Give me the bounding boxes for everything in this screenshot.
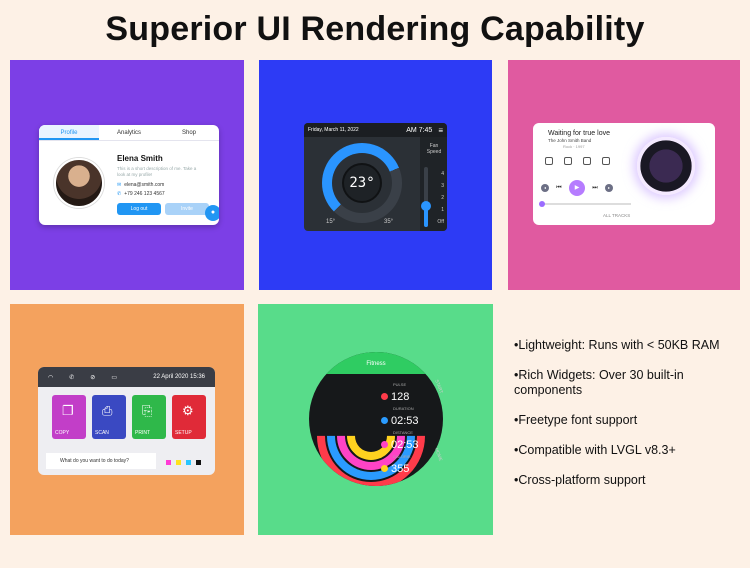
profile-name: Elena Smith <box>117 154 163 163</box>
playback-controls: ◂ ⏮ ▶ ⏭ ▸ <box>541 180 613 196</box>
music-icon-row <box>545 157 610 165</box>
playlist-icon[interactable] <box>564 157 572 165</box>
scan-button[interactable]: ⎙SCAN <box>92 395 126 439</box>
timer-icon <box>381 417 388 424</box>
tab-analytics[interactable]: Analytics <box>116 130 141 136</box>
thermostat-date: Friday, March 11, 2022 <box>308 127 359 133</box>
profile-email: ✉elena@smith.com <box>117 182 165 188</box>
fitness-watch: Fitness PULSE 128 DURATION 02:53 DISTANC… <box>309 352 443 486</box>
action-tiles: ❐COPY ⎙SCAN ⎘PRINT ⚙SETUP <box>52 395 206 439</box>
scan-icon: ⎙ <box>102 403 113 418</box>
home-button[interactable]: HOME <box>434 447 444 462</box>
fan-level: Off <box>437 219 444 225</box>
download-icon[interactable] <box>602 157 610 165</box>
profile-tabs: Profile Analytics Shop <box>39 125 219 141</box>
music-player: Waiting for true love The John Smith Ban… <box>533 123 715 225</box>
office-demo-tile: ◠ ✆ ⊘ ▭ 22 April 2020 15:36 ❐COPY ⎙SCAN … <box>10 304 244 535</box>
ink-black <box>196 460 201 465</box>
tab-shop[interactable]: Shop <box>181 130 196 136</box>
fan-speed-label: Fan Speed <box>426 143 442 155</box>
fitness-demo-tile: Fitness PULSE 128 DURATION 02:53 DISTANC… <box>258 304 493 535</box>
feature-list: •Lightweight: Runs with < 50KB RAM •Rich… <box>514 338 744 503</box>
tab-profile[interactable]: Profile <box>39 125 99 140</box>
print-icon: ⎘ <box>142 403 153 418</box>
chat-icon[interactable] <box>583 157 591 165</box>
music-demo-tile: Waiting for true love The John Smith Ban… <box>508 60 740 290</box>
fan-level: 3 <box>441 183 444 189</box>
pulse-stat: PULSE 128 <box>381 382 409 405</box>
mail-icon: ✉ <box>117 182 122 188</box>
distance-stat: DISTANCE 02:53 <box>381 430 419 453</box>
feature-item: •Rich Widgets: Over 30 built-in componen… <box>514 368 684 397</box>
setup-button[interactable]: ⚙SETUP <box>172 395 206 439</box>
previous-icon[interactable]: ⏮ <box>556 185 562 191</box>
profile-demo-tile: Profile Analytics Shop Elena Smith This … <box>10 60 244 290</box>
ink-magenta <box>166 460 171 465</box>
slider-handle[interactable] <box>421 201 431 211</box>
feature-item: •Freetype font support <box>514 413 638 427</box>
print-button[interactable]: ⎘PRINT <box>132 395 166 439</box>
ink-cyan <box>186 460 191 465</box>
phone-icon: ✆ <box>69 374 75 381</box>
gear-icon: ⚙ <box>182 403 194 418</box>
copy-button[interactable]: ❐COPY <box>52 395 86 439</box>
no-signal-icon: ⊘ <box>90 374 96 381</box>
heart-icon[interactable] <box>545 157 553 165</box>
prompt-text: What do you want to do today? <box>46 453 156 469</box>
phone-icon: ✆ <box>117 191 122 197</box>
thermostat-time: AM 7:45 <box>406 126 433 134</box>
page-title: Superior UI Rendering Capability <box>105 10 645 48</box>
track-progress-slider[interactable] <box>539 201 631 207</box>
fan-level: 4 <box>441 171 444 177</box>
profile-description: This is a short description of me. Take … <box>117 166 197 177</box>
usb-icon: ▭ <box>111 374 117 381</box>
calorie-stat: CALORIE 355 <box>381 454 411 477</box>
play-icon[interactable]: ▶ <box>569 180 585 196</box>
heart-icon <box>381 393 388 400</box>
progress-handle[interactable] <box>539 201 545 207</box>
shuffle-icon[interactable]: ◂ <box>541 184 549 192</box>
profile-card: Profile Analytics Shop Elena Smith This … <box>39 125 219 225</box>
invite-button[interactable]: Invite <box>165 203 209 215</box>
avatar <box>54 158 104 208</box>
thermostat-demo-tile: Friday, March 11, 2022 AM 7:45 ≡ 23° 15°… <box>259 60 492 290</box>
feature-item: •Lightweight: Runs with < 50KB RAM <box>514 338 720 352</box>
album-art <box>637 137 695 195</box>
track-title: Waiting for true love <box>548 130 610 137</box>
fan-level: 2 <box>441 195 444 201</box>
fitness-header: Fitness <box>309 352 443 374</box>
thermostat-status-bar: Friday, March 11, 2022 AM 7:45 ≡ <box>304 123 447 137</box>
logout-button[interactable]: Log out <box>117 203 161 215</box>
ink-yellow <box>176 460 181 465</box>
thermostat-panel: Friday, March 11, 2022 AM 7:45 ≡ 23° 15°… <box>304 123 447 231</box>
printer-date: 22 April 2020 15:36 <box>153 374 205 380</box>
profile-phone: ✆+79 246 123 4567 <box>117 191 165 197</box>
all-tracks-link[interactable]: ALL TRACKS <box>603 213 631 218</box>
duration-stat: DURATION 02:53 <box>381 406 419 429</box>
location-icon <box>381 441 388 448</box>
flame-icon <box>381 465 388 472</box>
track-genre: Rock · 1997 <box>563 144 585 149</box>
track-artist: The John Smith Band <box>548 138 592 143</box>
next-icon[interactable]: ⏭ <box>592 185 598 191</box>
repeat-icon[interactable]: ▸ <box>605 184 613 192</box>
wifi-icon: ◠ <box>48 374 54 381</box>
feature-item: •Cross-platform support <box>514 473 646 487</box>
copy-icon: ❐ <box>62 403 74 418</box>
temperature-max: 35° <box>384 219 394 225</box>
feature-item: •Compatible with LVGL v8.3+ <box>514 443 676 457</box>
temperature-min: 15° <box>326 219 336 225</box>
fan-speed-slider[interactable] <box>421 167 431 227</box>
temperature-value: 23° <box>342 163 382 203</box>
printer-panel: ◠ ✆ ⊘ ▭ 22 April 2020 15:36 ❐COPY ⎙SCAN … <box>38 367 215 475</box>
fan-speed-panel: Fan Speed 4 3 2 1 Off <box>420 137 447 231</box>
ink-levels <box>166 460 201 465</box>
drop-icon[interactable]: ● <box>205 205 219 221</box>
menu-icon[interactable]: ≡ <box>438 125 443 135</box>
fan-level: 1 <box>441 207 444 213</box>
printer-status-bar: ◠ ✆ ⊘ ▭ 22 April 2020 15:36 <box>38 367 215 387</box>
